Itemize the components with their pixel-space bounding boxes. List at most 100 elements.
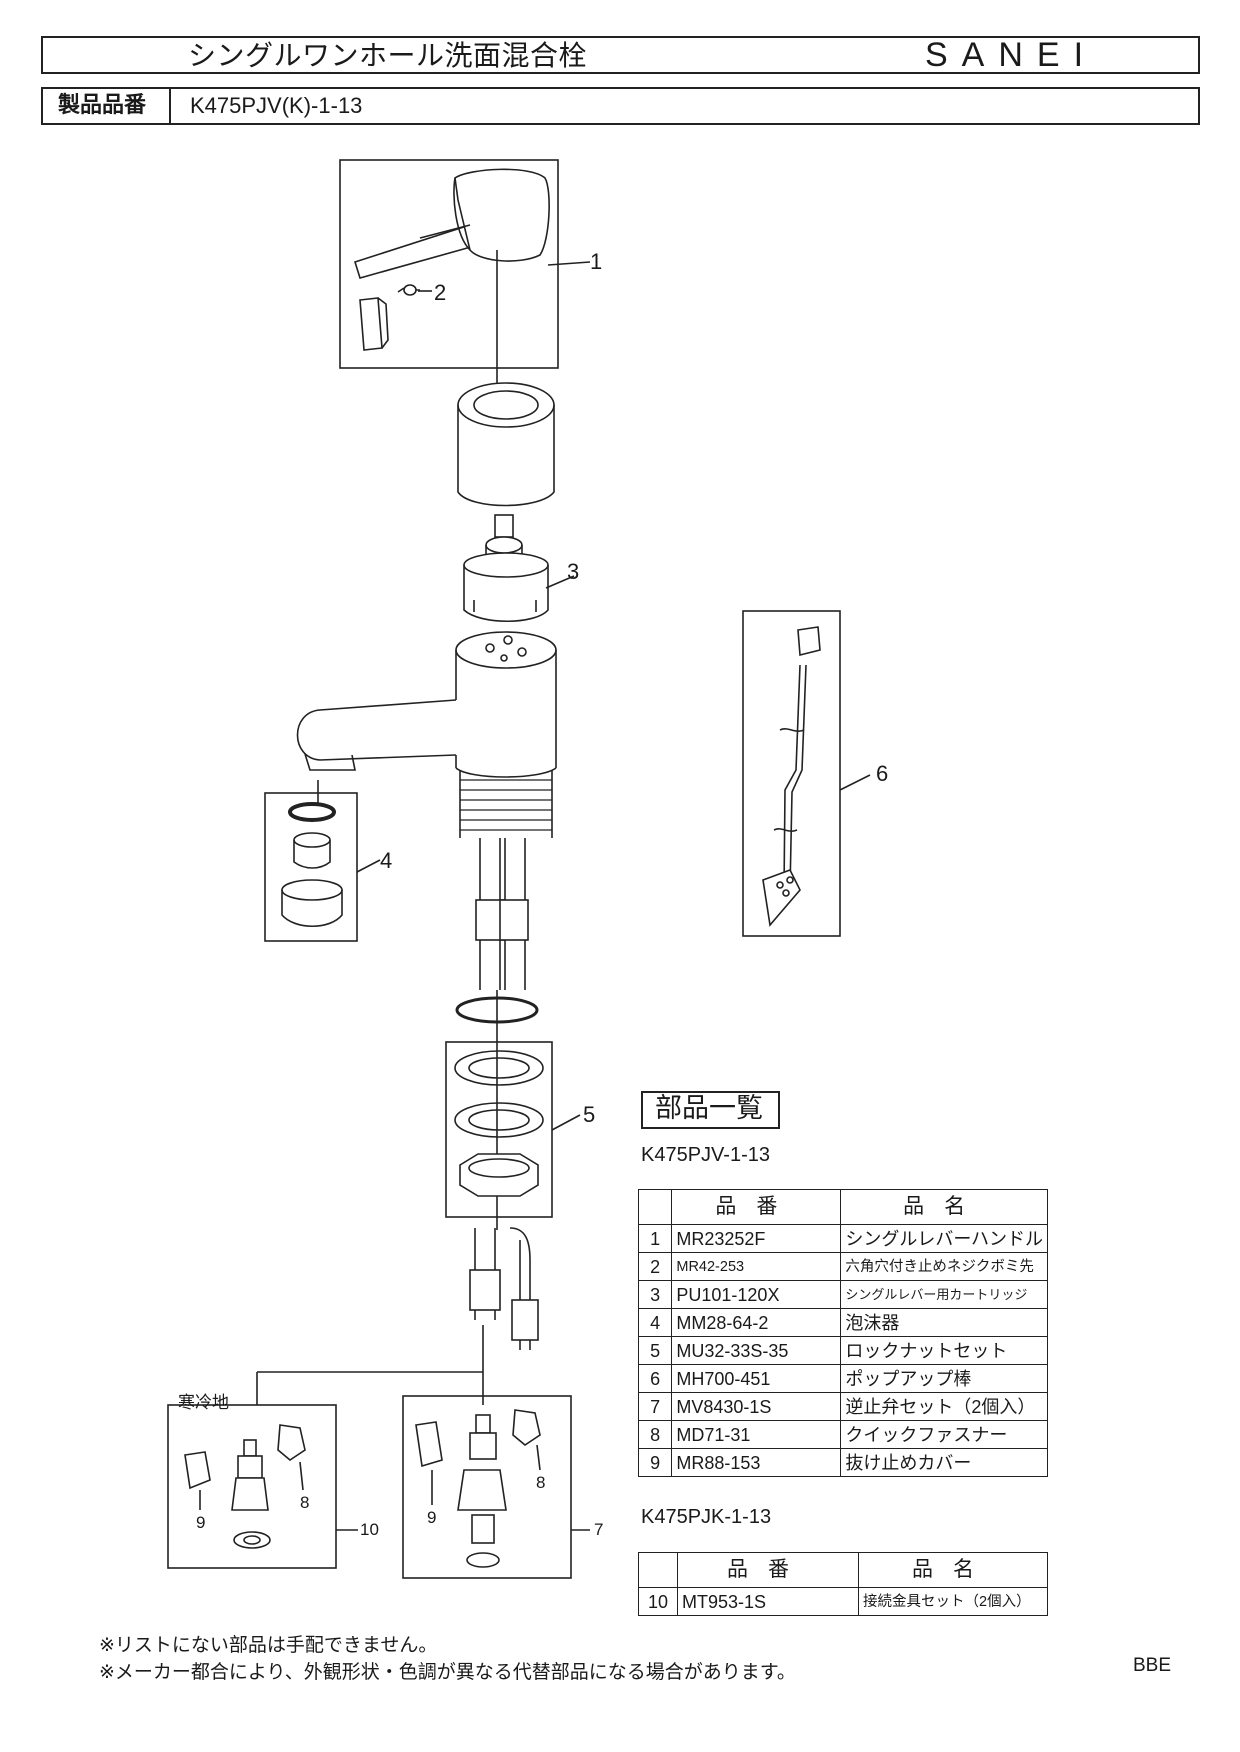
leader-3 [545, 575, 575, 589]
table-header-name: 品名 [840, 1189, 1048, 1225]
row-part-no: MR88-153 [671, 1448, 842, 1477]
row-no: 5 [637, 1336, 673, 1365]
row-part-no: PU101-120X [671, 1280, 842, 1309]
quick-fastener-icon-b [512, 1409, 541, 1446]
leader-1 [547, 261, 591, 266]
leader-4 [356, 859, 381, 873]
leader-8a [299, 1461, 304, 1491]
callout-8b: 8 [536, 1473, 546, 1492]
table-row: 4 MM28-64-2 泡沫器 [637, 1308, 1048, 1337]
lower-hoses-icon [469, 1227, 539, 1350]
table-header-no [637, 1189, 673, 1225]
row-no: 9 [637, 1448, 673, 1477]
table-row: 8 MD71-31 クイックファスナー [637, 1420, 1048, 1449]
row-name: 接続金具セット（2個入） [858, 1587, 1048, 1616]
model-number-label: 製品品番 [58, 93, 147, 118]
row-name: クイックファスナー [840, 1420, 1048, 1449]
faucet-body-icon [296, 631, 557, 838]
row-name: 六角穴付き止めネジクボミ先 [840, 1252, 1048, 1281]
cartridge-icon [463, 514, 549, 623]
brand-logo: SANEI [925, 36, 1098, 74]
callout-8a: 8 [300, 1493, 310, 1512]
table-row: 3 PU101-120X シングルレバー用カートリッジ [637, 1280, 1048, 1309]
note-1: ※リストにない部品は手配できません。 [99, 1634, 438, 1656]
table-row: 10 MT953-1S 接続金具セット（2個入） [638, 1587, 1048, 1616]
table-row: 9 MR88-153 抜け止めカバー [637, 1448, 1048, 1477]
row-name: ポップアップ棒 [840, 1364, 1048, 1393]
row-part-no: MD71-31 [671, 1420, 842, 1449]
table-row: 6 MH700-451 ポップアップ棒 [637, 1364, 1048, 1393]
callout-3: 3 [567, 559, 580, 584]
row-name: 抜け止めカバー [840, 1448, 1048, 1477]
table2-model: K475PJK-1-13 [641, 1506, 772, 1528]
table1-model: K475PJV-1-13 [641, 1144, 770, 1166]
row-no: 7 [637, 1392, 673, 1421]
table-row: 1 MR23252F シングルレバーハンドル [637, 1224, 1048, 1253]
callout-5: 5 [583, 1102, 596, 1127]
row-no: 6 [637, 1364, 673, 1393]
lever-handle-icon [353, 168, 550, 279]
callout-7: 7 [594, 1520, 604, 1539]
table-header-name: 品名 [858, 1552, 1048, 1588]
footer-code: BBE [1133, 1655, 1172, 1676]
row-part-no: MR42-253 [671, 1252, 842, 1281]
cold-region-connector-icon [231, 1439, 271, 1549]
check-valve-box [402, 1395, 572, 1579]
cover-icon-a [184, 1451, 211, 1490]
row-name: 泡沫器 [840, 1308, 1048, 1337]
model-divider [169, 87, 171, 125]
row-part-no: MR23252F [671, 1224, 842, 1253]
row-part-no: MM28-64-2 [671, 1308, 842, 1337]
model-number-value: K475PJV(K)-1-13 [190, 93, 363, 118]
leader-8b [536, 1444, 541, 1471]
table-header-no [638, 1552, 678, 1588]
row-part-no: MU32-33S-35 [671, 1336, 842, 1365]
supply-hoses-icon [475, 838, 529, 990]
note-2: ※メーカー都合により、外観形状・色調が異なる代替部品になる場合があります。 [99, 1661, 796, 1683]
cold-region-label: 寒冷地 [178, 1393, 229, 1412]
row-name: シングルレバーハンドル [840, 1224, 1048, 1253]
leader-6 [839, 774, 871, 791]
table-header-part-no: 品番 [677, 1552, 859, 1588]
aerator-group-box [264, 792, 358, 942]
row-name: シングルレバー用カートリッジ [840, 1280, 1048, 1309]
popup-rod-box [742, 610, 841, 937]
callout-10: 10 [360, 1520, 379, 1539]
row-no: 3 [637, 1280, 673, 1309]
row-no: 4 [637, 1308, 673, 1337]
quick-fastener-icon-a [277, 1424, 306, 1461]
callout-1: 1 [590, 249, 603, 274]
handle-cap-icon [359, 297, 389, 351]
o-ring-icon [455, 996, 539, 1024]
callout-6: 6 [876, 761, 889, 786]
product-title: シングルワンホール洗面混合栓 [188, 39, 588, 72]
row-part-no: MT953-1S [677, 1587, 859, 1616]
row-no: 8 [637, 1420, 673, 1449]
cover-icon-b [415, 1421, 443, 1468]
parts-table-2: 品番 品名 10 MT953-1S 接続金具セット（2個入） [638, 1552, 1048, 1616]
parts-table-1: 品番 品名 1 MR23252F シングルレバーハンドル 2 MR42-253 … [637, 1189, 1048, 1477]
callout-9b: 9 [427, 1508, 437, 1527]
callout-2: 2 [434, 280, 447, 305]
cover-sleeve-icon [457, 382, 555, 507]
popup-rod-icon [762, 626, 821, 927]
table-row: 2 MR42-253 六角穴付き止めネジクボミ先 [637, 1252, 1048, 1281]
callout-4: 4 [380, 848, 393, 873]
table-row: 5 MU32-33S-35 ロックナットセット [637, 1336, 1048, 1365]
row-no: 2 [637, 1252, 673, 1281]
row-name: ロックナットセット [840, 1336, 1048, 1365]
parts-list-title: 部品一覧 [655, 1093, 763, 1124]
model-number-box [41, 87, 1200, 125]
parts-list-title-box [641, 1091, 780, 1129]
row-no: 10 [638, 1587, 678, 1616]
locknut-set-icon [454, 1050, 544, 1197]
row-part-no: MV8430-1S [671, 1392, 842, 1421]
table-header-row: 品番 品名 [637, 1189, 1048, 1225]
row-part-no: MH700-451 [671, 1364, 842, 1393]
row-no: 1 [637, 1224, 673, 1253]
table-header-part-no: 品番 [671, 1189, 842, 1225]
leader-5 [551, 1114, 581, 1131]
connector-set-box [167, 1404, 337, 1569]
callout-9a: 9 [196, 1513, 206, 1532]
